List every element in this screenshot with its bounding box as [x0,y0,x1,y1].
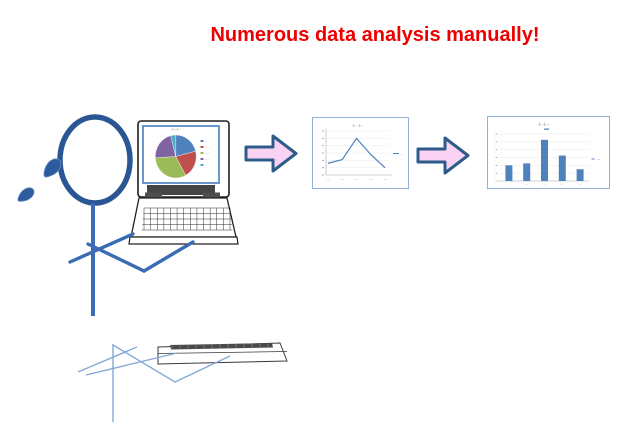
laptop-hinge-right [203,192,220,198]
x-tick-label: ·-·· [525,183,529,187]
x-tick-label: ·-· [326,178,329,182]
x-tick-label: ·- [508,183,510,187]
laptop-base [128,236,239,245]
person-head [57,114,133,206]
arrow-icon [416,136,470,175]
pie-legend-swatch [200,158,204,160]
pie-legend-label: ·-·- [205,157,209,161]
line-chart: ·l·-··l·- ·-· ·-·· ·-·· ·-·· ·-·· ·-· [322,123,403,182]
y-tick [322,159,324,161]
pie-chart: ·l·-·l·- ·-·· ·-·- ·-·· ·-·- ·-· [155,127,209,179]
pie-slice-2 [155,156,186,179]
sweat-drop-2 [17,187,35,202]
bar-chart: ·l·-·l·-·· ·- ·-·· ·-·· ·-·· ·-·· ·— [495,122,600,187]
y-tick [322,152,324,154]
y-tick [495,180,498,182]
y-tick [322,137,324,139]
bar-4 [576,169,584,181]
line-series [327,137,386,169]
x-tick-label: ·-·· [340,178,344,182]
x-tick-label: ·-·· [354,178,358,182]
ghost-keyboard-edge [157,351,288,354]
arrow-right-2 [416,134,472,180]
bar-chart-panel: ·l·-·l·-·· ·- ·-·· ·-·· ·-·· ·-·· ·— [487,116,610,189]
bar-legend-marker [591,158,595,160]
ghost-arm-line [77,346,138,373]
arrow-right-1 [244,132,300,178]
pie-legend-swatch [200,146,204,148]
bar-legend-label: ·— [596,157,600,161]
y-tick [495,133,498,135]
x-tick-label: ·-·· [578,183,582,187]
y-tick [495,172,498,174]
pie-legend-swatch [200,152,204,154]
ghost-arm-line [112,344,176,383]
x-tick-label: ·-·· [369,178,373,182]
y-tick [495,149,498,151]
laptop-bezel-bar [147,185,215,195]
pie-legend-swatch [200,140,204,142]
pie-legend-label: ·-·- [205,145,209,149]
bar-chart-title: ·l·-·l·-·· [537,122,550,127]
x-tick-label: ·-·· [383,178,387,182]
y-tick [322,174,324,176]
x-tick-label: ·-·· [543,183,547,187]
ghost-keyboard-keys [170,343,273,350]
pie-legend-label: ·-·· [205,139,209,143]
x-tick-label: ·-·· [560,183,564,187]
y-tick [495,141,498,143]
laptop-drawing: ·l·-·l·- ·-·· ·-·- ·-·· ·-·- ·-· [128,120,239,245]
laptop-hinge-left [145,192,162,198]
bar-0 [505,165,513,181]
pie-slice-4 [170,134,176,157]
sweat-drop-1 [43,158,62,178]
laptop: ·l·-·l·- ·-·· ·-·- ·-·· ·-·- ·-· [124,106,246,250]
ghost-figure [77,344,231,422]
ghost-keyboard [157,342,288,365]
laptop-keys [141,207,233,231]
pie-legend-label: ·-· [205,163,208,167]
y-tick [322,130,324,132]
ghost-arm-line [174,355,231,383]
pie-legend-swatch [200,164,204,166]
ghost-arm-line [85,352,178,376]
ghost-keyboard-key-ticks [171,344,269,349]
y-tick [322,145,324,147]
page-title: Numerous data analysis manually! [210,24,540,46]
bar-legend-marker-top [544,128,549,130]
pie-legend-label: ·-·· [205,151,209,155]
bar-3 [558,155,566,181]
line-legend-label: ·-· [400,152,403,156]
bar-2 [541,139,548,181]
pie-title: ·l·-·l·- [171,127,181,132]
bar-1 [523,163,531,181]
arrow-icon [244,134,298,173]
line-chart-panel: ·l·-··l·- ·-· ·-·· ·-·· ·-·· ·-·· ·-· [312,117,409,189]
y-tick [495,165,498,166]
y-tick [495,157,498,158]
y-tick [322,167,324,169]
line-chart-title: ·l·-··l·- [351,123,363,128]
